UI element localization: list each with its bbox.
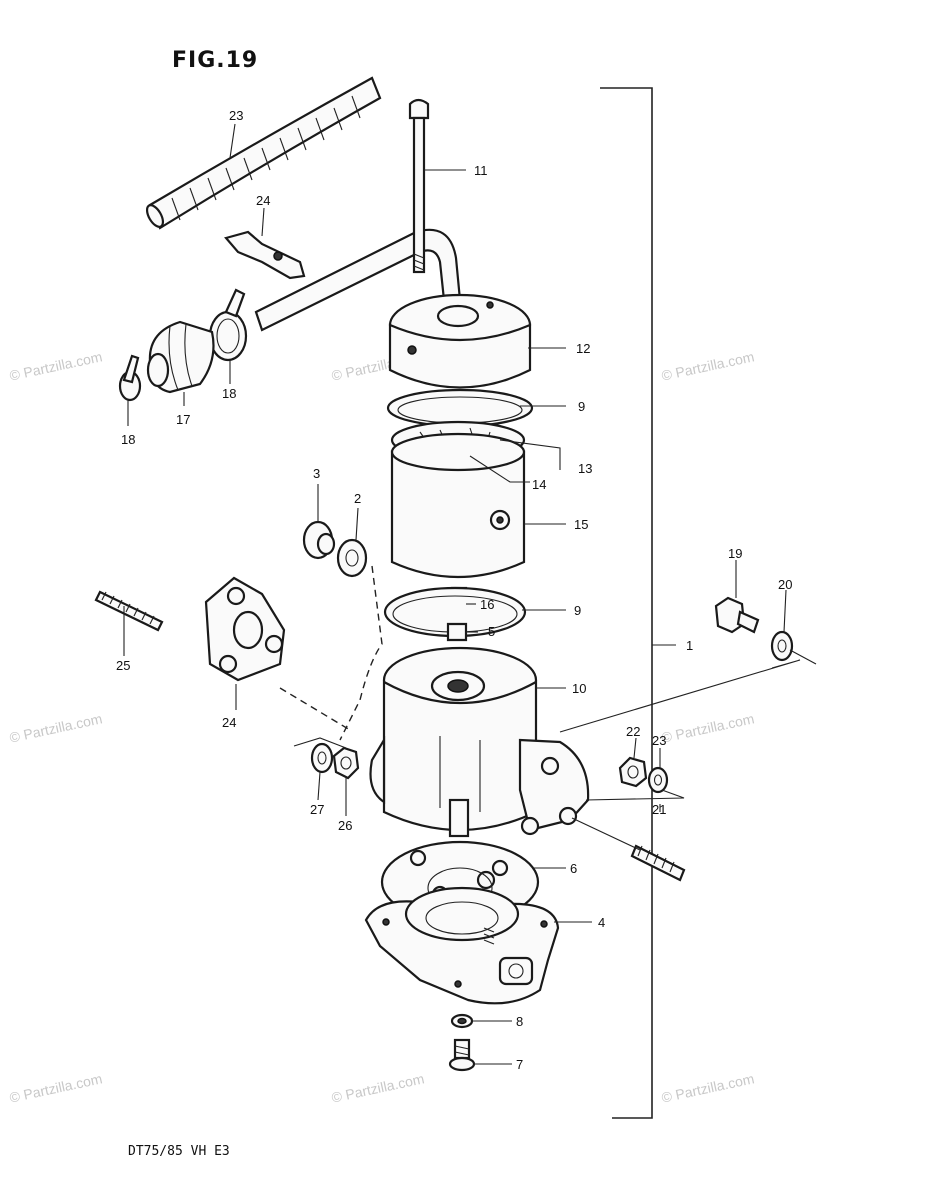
- callout-23-right: 23: [652, 733, 666, 748]
- callout-24-lower: 24: [222, 715, 236, 730]
- callout-13: 13: [578, 461, 592, 476]
- callout-10: 10: [572, 681, 586, 696]
- hose-clip-part-24: [224, 230, 306, 280]
- callout-14: 14: [532, 477, 546, 492]
- mounting-plate-part-24: [204, 576, 286, 682]
- washer-part-23: [647, 766, 669, 794]
- callout-22: 22: [626, 724, 640, 739]
- screw-part-7: [448, 1038, 476, 1072]
- washer-part-8: [450, 1013, 474, 1029]
- callout-1: 1: [686, 638, 693, 653]
- assembly-bracket: [600, 87, 676, 1119]
- callout-23-top: 23: [229, 108, 243, 123]
- callout-labels: 1 2 3 4 5 6 7 8 9 9 10 11 12 13 14 15 16…: [116, 108, 792, 1072]
- motor-housing-part-15: [390, 432, 526, 579]
- assembly-guide-lines: [279, 565, 817, 851]
- reservoir-part-4: [364, 886, 560, 1005]
- model-code: DT75/85 VH E3: [128, 1144, 230, 1159]
- bolt-part-19: [714, 596, 760, 634]
- callout-7: 7: [516, 1057, 523, 1072]
- washer-part-2: [336, 538, 368, 578]
- hose-clamp-part-18: [208, 288, 248, 362]
- stud-bolt-part-21: [630, 844, 686, 882]
- callout-4: 4: [598, 915, 605, 930]
- callout-27: 27: [310, 802, 324, 817]
- callout-18-left: 18: [121, 432, 135, 447]
- callout-25: 25: [116, 658, 130, 673]
- callout-6: 6: [570, 861, 577, 876]
- callout-12: 12: [576, 341, 590, 356]
- callout-3: 3: [313, 466, 320, 481]
- washer-part-27: [310, 742, 334, 774]
- motor-cover-part-12: [388, 293, 532, 389]
- callout-8: 8: [516, 1014, 523, 1029]
- o-ring-part-9: [383, 586, 527, 638]
- washer-part-20: [770, 630, 794, 662]
- spiral-sleeve-part-23: [145, 76, 382, 230]
- callout-16: 16: [480, 597, 494, 612]
- callout-19: 19: [728, 546, 742, 561]
- coupling-part-5: [446, 622, 468, 642]
- leader-lines: [123, 123, 787, 1065]
- nut-part-26: [332, 746, 360, 780]
- callout-9-upper: 9: [578, 399, 585, 414]
- o-ring-part-9: [386, 388, 534, 428]
- hose-clamp-part-18: [118, 354, 142, 402]
- pump-body-part-10: [369, 646, 590, 838]
- callout-5: 5: [488, 624, 495, 639]
- callout-11: 11: [474, 163, 488, 178]
- callout-21: 21: [652, 802, 666, 817]
- callout-24-top: 24: [256, 193, 270, 208]
- rubber-boot-part-17: [146, 320, 215, 394]
- nut-part-22: [618, 756, 648, 788]
- callout-15: 15: [574, 517, 588, 532]
- callout-18-right: 18: [222, 386, 236, 401]
- callout-9-lower: 9: [574, 603, 581, 618]
- callout-2: 2: [354, 491, 361, 506]
- callout-20: 20: [778, 577, 792, 592]
- callout-17: 17: [176, 412, 190, 427]
- callout-26: 26: [338, 818, 352, 833]
- stud-bolt-part-25: [94, 590, 164, 632]
- through-bolt-part-11: [408, 98, 430, 274]
- figure-title: FIG.19: [172, 48, 259, 73]
- bushing-part-3: [302, 520, 336, 560]
